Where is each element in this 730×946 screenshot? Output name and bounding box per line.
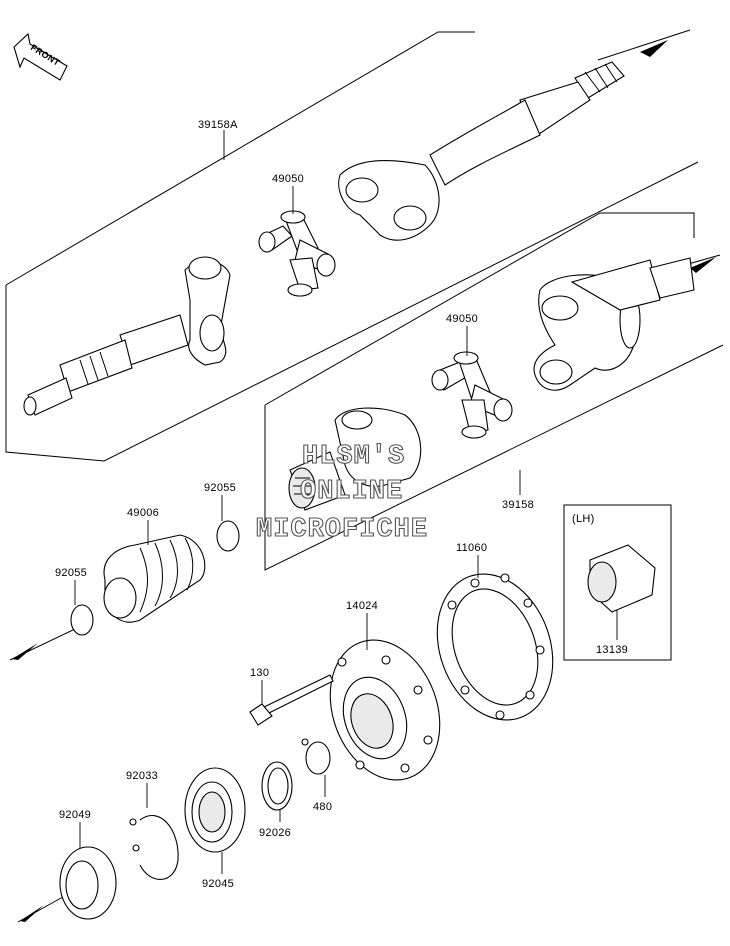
boot-49006 bbox=[103, 534, 206, 623]
part-label-11060: 11060 bbox=[456, 542, 487, 554]
watermark-line3: MICROFICHE bbox=[256, 515, 428, 545]
part-label-480: 480 bbox=[313, 801, 332, 813]
gasket-11060 bbox=[436, 573, 554, 721]
part-label-49050-upper: 49050 bbox=[272, 173, 304, 185]
upper-left-shaft bbox=[23, 256, 231, 416]
watermark-line2: ONLINE bbox=[300, 477, 403, 507]
snap-ring-480 bbox=[301, 738, 331, 775]
part-label-92033: 92033 bbox=[126, 770, 158, 782]
part-label-92049: 92049 bbox=[59, 809, 91, 821]
part-label-39158A: 39158A bbox=[198, 119, 238, 131]
part-label-13139: 13139 bbox=[596, 644, 628, 656]
seal-92049 bbox=[59, 846, 117, 920]
part-label-130: 130 bbox=[250, 667, 269, 679]
lower-right-yoke bbox=[533, 257, 695, 391]
part-label-92045: 92045 bbox=[202, 878, 234, 890]
universal-joint-lower bbox=[431, 351, 513, 439]
leader-lines bbox=[74, 130, 618, 874]
o-ring-lower bbox=[70, 604, 94, 636]
part-label-92055-upper: 92055 bbox=[204, 482, 236, 494]
ring-92026 bbox=[261, 761, 293, 811]
part-label-92055-lower: 92055 bbox=[55, 567, 87, 579]
lh-box-label: (LH) bbox=[572, 513, 595, 525]
bearing-92045 bbox=[184, 767, 246, 853]
part-label-92026: 92026 bbox=[259, 827, 291, 839]
watermark-line1: HLSM'S bbox=[302, 442, 405, 472]
bolt-130 bbox=[249, 674, 334, 726]
center-lines bbox=[9, 29, 721, 923]
lower-left-yoke bbox=[288, 407, 422, 511]
part-label-49006: 49006 bbox=[127, 507, 159, 519]
front-arrow-icon: FRONT bbox=[13, 32, 68, 81]
upper-drive-shaft bbox=[338, 61, 625, 241]
housing-14024 bbox=[329, 639, 441, 781]
assembly-box-39158A bbox=[5, 31, 699, 462]
watermark: HLSM'S ONLINE MICROFICHE bbox=[255, 441, 428, 545]
lh-box: (LH) bbox=[563, 504, 672, 661]
part-labels: 39158A 49050 49050 39158 92055 49006 920… bbox=[55, 119, 628, 890]
part-label-49050-lower: 49050 bbox=[446, 313, 478, 325]
o-ring-upper bbox=[216, 520, 240, 552]
part-label-39158: 39158 bbox=[502, 499, 534, 511]
universal-joint-upper bbox=[258, 210, 336, 297]
circlip-92033 bbox=[129, 814, 179, 880]
part-label-14024: 14024 bbox=[346, 600, 378, 612]
assembly-box-39158 bbox=[264, 212, 724, 571]
